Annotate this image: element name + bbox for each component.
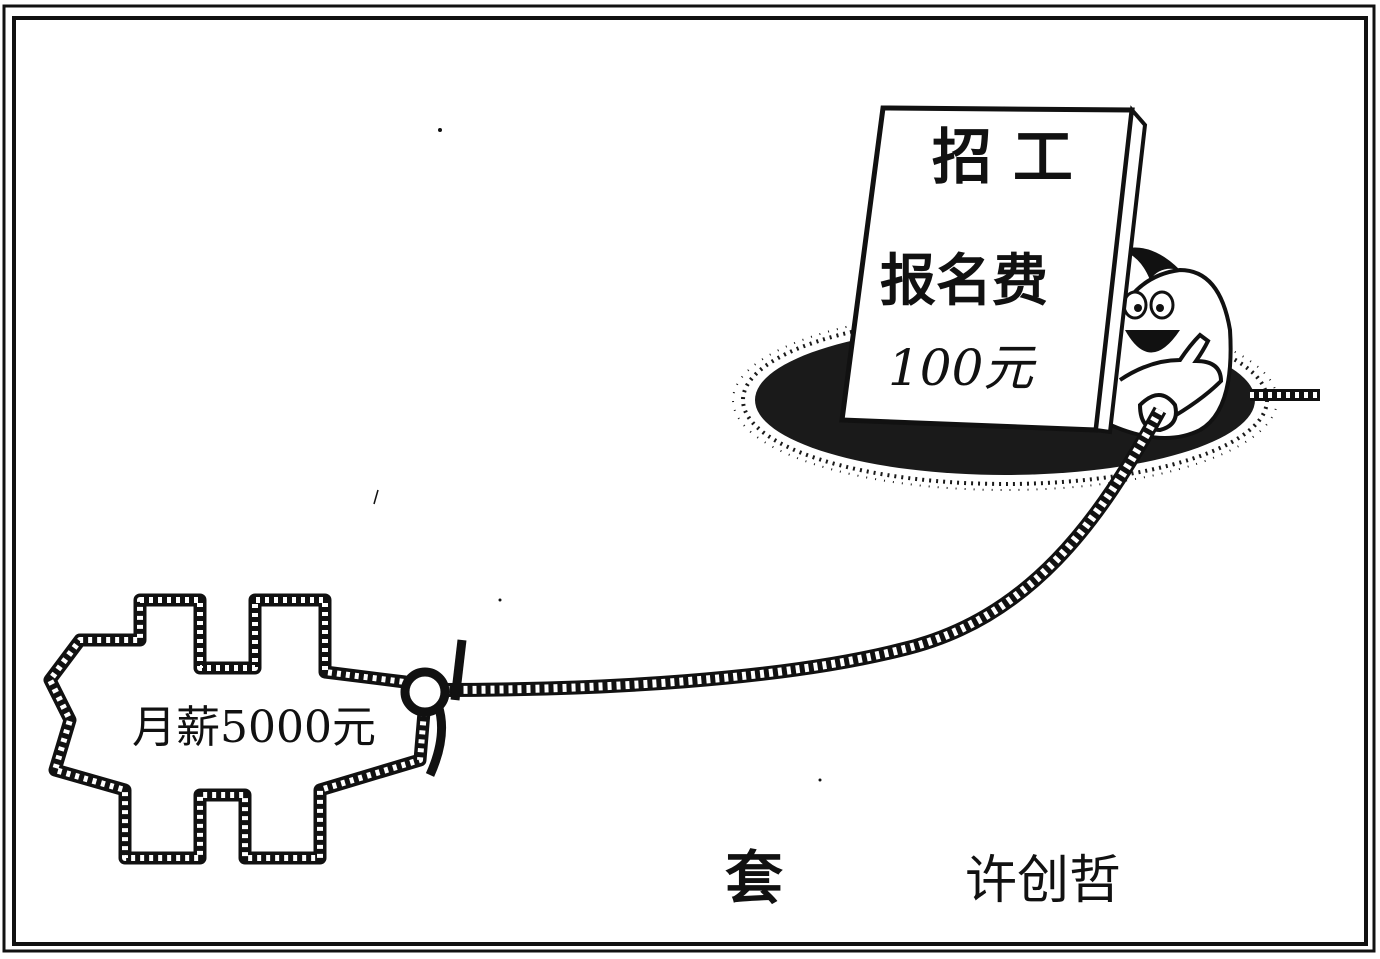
rope bbox=[439, 389, 1320, 697]
man-mouth bbox=[1125, 330, 1180, 353]
man-figure bbox=[1097, 247, 1233, 440]
panel-border bbox=[12, 16, 1368, 946]
cartoon-title: 套 bbox=[725, 844, 783, 912]
paper-speckles bbox=[373, 128, 822, 782]
salary-text: 月薪5000元 bbox=[132, 702, 376, 753]
rope-knot bbox=[400, 639, 467, 777]
outer-frame bbox=[2, 4, 1376, 953]
sign-fee-amount: 100元 bbox=[888, 339, 1037, 397]
sign-fee-label: 报名费 bbox=[880, 249, 1048, 314]
cartoon-author: 许创哲 bbox=[965, 851, 1121, 911]
noose-loop: 月薪5000元 bbox=[43, 593, 467, 865]
sign-title: 招 工 bbox=[932, 123, 1073, 193]
recruitment-sign: 招 工 报名费 100元 bbox=[839, 105, 1148, 435]
